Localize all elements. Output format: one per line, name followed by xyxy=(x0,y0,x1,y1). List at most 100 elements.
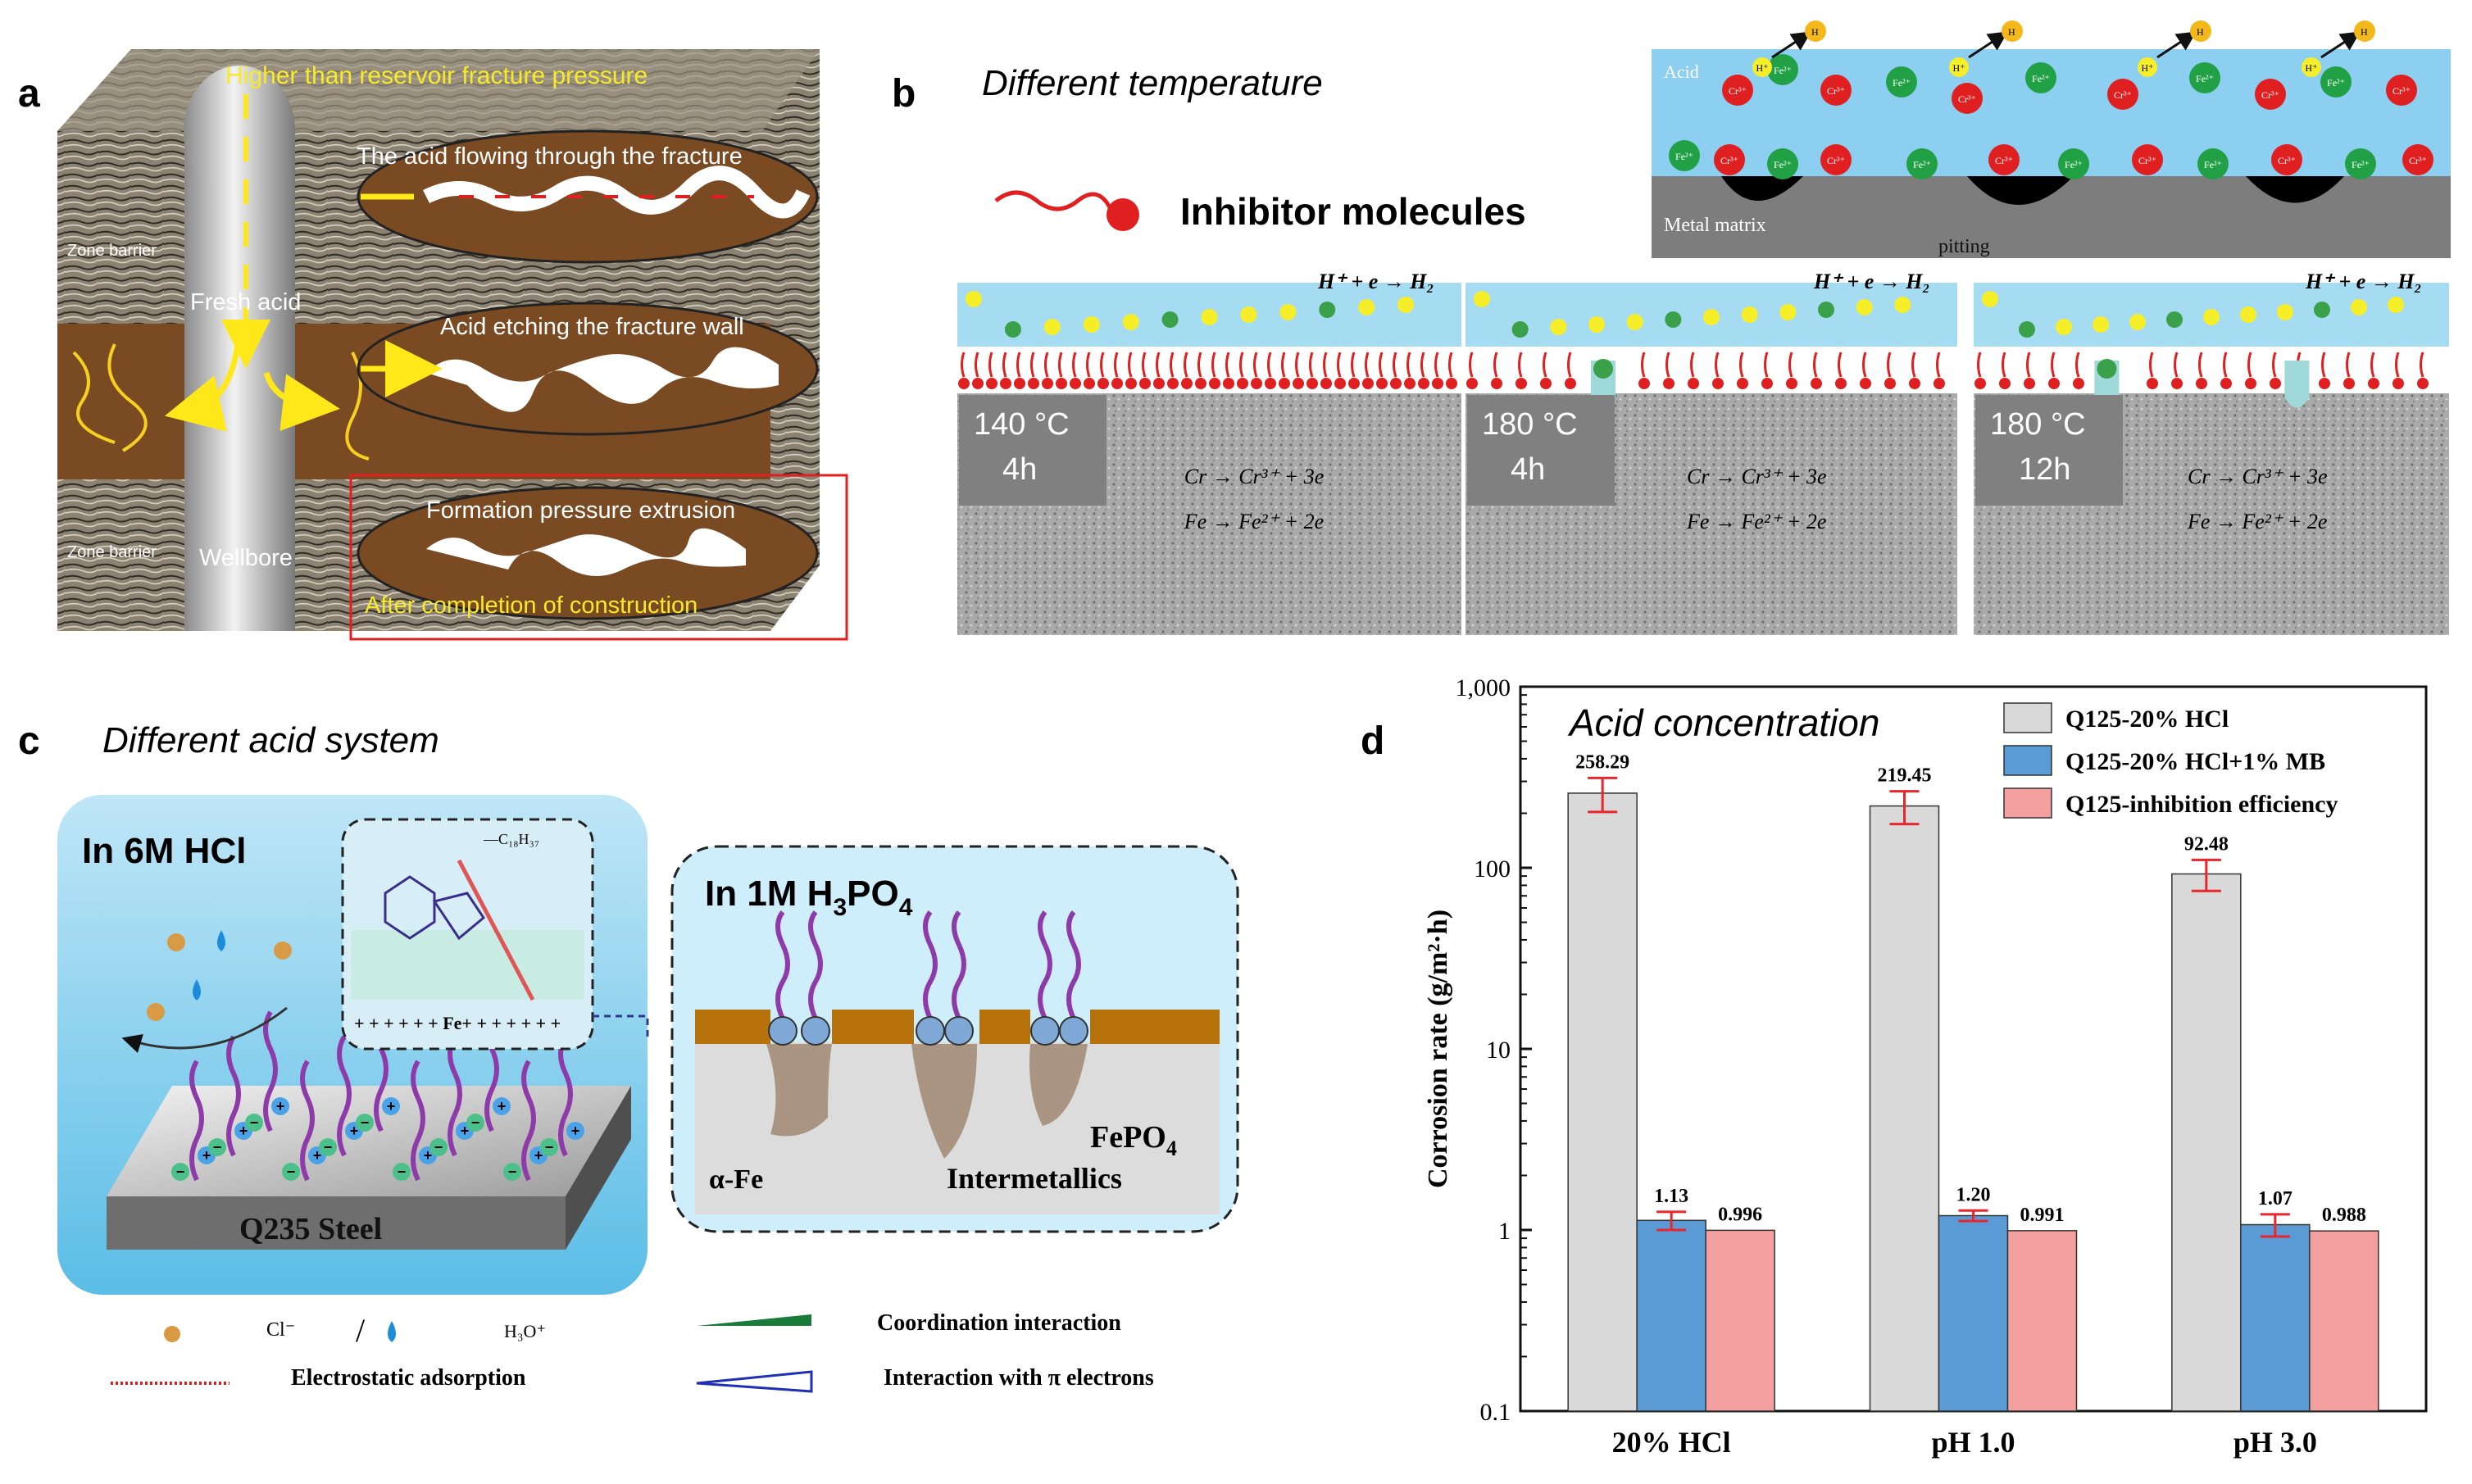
ion-dot xyxy=(1279,304,1297,320)
ion-label: Cr³⁺ xyxy=(2138,155,2156,166)
inhibitor-head xyxy=(1974,378,1986,389)
inhibitor-head xyxy=(1223,378,1234,389)
inhibitor-head xyxy=(1167,378,1179,389)
h2-arrow xyxy=(2320,31,2361,59)
inhibitor-head xyxy=(1084,378,1095,389)
inhibitor-tail xyxy=(1184,352,1188,378)
inhibitor-head xyxy=(1786,378,1797,389)
inhibitor-head xyxy=(1540,378,1552,389)
ion-dot xyxy=(1043,319,1061,335)
chain-label: —C₁₈H₃₇ xyxy=(483,831,539,847)
y-axis-label: Corrosion rate (g/m²·h) xyxy=(1423,910,1453,1188)
label-acid-flowing: The acid flowing through the fracture xyxy=(357,143,743,170)
reaction-fe: Fe → Fe²⁺ + 2e xyxy=(2187,510,2327,533)
label-formation-pressure: Formation pressure extrusion xyxy=(426,497,735,524)
inhibitor-tail xyxy=(2272,352,2277,378)
y-tick-label: 0.1 xyxy=(1480,1399,1511,1426)
anion-sign: − xyxy=(545,1139,554,1155)
hplus-label: H⁺ xyxy=(2142,62,2154,74)
po4-chain xyxy=(923,910,938,1020)
inhibitor-head xyxy=(1884,378,1896,389)
inhibitor-head xyxy=(1028,378,1039,389)
ion-dot xyxy=(1201,309,1218,325)
anion-sign: − xyxy=(250,1114,259,1131)
inhibitor-tail xyxy=(1788,352,1793,378)
inhibitor-tail xyxy=(1323,352,1328,378)
y-tick-label: 100 xyxy=(1474,855,1511,883)
inhibitor-head xyxy=(1014,378,1025,389)
ion-icon xyxy=(1714,144,1745,175)
inhibitor-chain xyxy=(411,1060,425,1182)
bar xyxy=(1705,1229,1775,1412)
inhibitor-tail xyxy=(1434,352,1439,378)
inhibitor-head xyxy=(1348,378,1360,389)
h2-arrow xyxy=(1771,31,1812,59)
inhibitor-head xyxy=(1265,378,1276,389)
condition-temperature: 180 °C xyxy=(1990,407,2086,442)
inhibitor-head xyxy=(2024,378,2035,389)
q235-slab-front xyxy=(107,1196,566,1250)
inhibitor-tail xyxy=(2075,352,2080,378)
ion-label: Cr³⁺ xyxy=(2114,89,2132,101)
anion-icon xyxy=(319,1138,337,1156)
inhibitor-head xyxy=(1139,378,1151,389)
label-fepo4: FePO4 xyxy=(1090,1120,1177,1160)
pitting-inset: Acid Metal matrix pitting Cr³⁺Fe²⁺Cr³⁺Fe… xyxy=(1652,20,2451,258)
hplus-label: H⁺ xyxy=(1756,62,1769,74)
h3o-drop-icon xyxy=(217,930,225,951)
ion-dot xyxy=(1511,321,1529,338)
legend-entry: Q125-20% HCl+1% MB xyxy=(2065,748,2325,775)
anion-sign: − xyxy=(213,1139,222,1155)
inhibitor-head xyxy=(2245,378,2256,389)
cation-icon xyxy=(493,1097,511,1115)
x-tick-label: 20% HCl xyxy=(1612,1426,1731,1459)
inhibitor-tail xyxy=(2395,352,2400,378)
ion-icon xyxy=(1767,54,1798,85)
anion-sign: − xyxy=(176,1164,185,1180)
inhibitor-tail xyxy=(2174,352,2179,378)
wellbore-cap xyxy=(184,66,295,197)
inhibitor-tail xyxy=(1156,352,1161,378)
ion-icon xyxy=(1988,144,2020,175)
anion-icon xyxy=(245,1114,263,1132)
h2-label: H xyxy=(2197,26,2204,38)
panel-letter-a: a xyxy=(18,72,40,116)
inhibitor-tail xyxy=(1813,352,1818,378)
inhibitor-tail xyxy=(1267,352,1272,378)
ion-label: Fe²⁺ xyxy=(2196,73,2214,84)
inhibitor-head xyxy=(1404,378,1415,389)
inhibitor-head xyxy=(1418,378,1429,389)
inhibitor-head xyxy=(2392,378,2404,389)
inhibitor-tail xyxy=(1351,352,1356,378)
inhibitor-head xyxy=(1376,378,1388,389)
fepo4-layer xyxy=(1090,1010,1220,1044)
ion-dot xyxy=(1588,316,1605,333)
ion-label: Fe²⁺ xyxy=(2327,77,2345,88)
label-q235-steel: Q235 Steel xyxy=(239,1212,382,1246)
anion-sign: − xyxy=(508,1164,517,1180)
inhibitor-tail xyxy=(1493,352,1498,378)
anion-icon xyxy=(171,1163,189,1181)
inhibitor-chain xyxy=(558,1035,573,1157)
ion-dot xyxy=(1004,321,1021,338)
inhibitor-head xyxy=(1181,378,1193,389)
ion-dot xyxy=(966,291,982,307)
anion-icon xyxy=(503,1163,521,1181)
inhibitor-head xyxy=(1195,378,1206,389)
ion-dot xyxy=(1083,316,1100,333)
intermetallic-pit xyxy=(1029,1044,1088,1126)
h2-label: H xyxy=(1811,26,1819,38)
ion-dot xyxy=(1703,309,1720,325)
inhibitor-tail xyxy=(1100,352,1105,378)
ion-label: Cr³⁺ xyxy=(1827,155,1845,166)
inhibitor-tail xyxy=(2420,352,2424,378)
ion-icon xyxy=(1906,148,1938,179)
inhibitor-tail xyxy=(1058,352,1063,378)
label-fresh-acid: Fresh acid xyxy=(190,289,301,315)
po4-head xyxy=(944,1016,974,1046)
legend-pi: Interaction with π electrons xyxy=(884,1365,1154,1391)
inhibitor-head xyxy=(1209,378,1220,389)
fepo4-layer xyxy=(979,1010,1030,1044)
fepo4-layer xyxy=(832,1010,914,1044)
cation-sign: + xyxy=(571,1123,580,1139)
